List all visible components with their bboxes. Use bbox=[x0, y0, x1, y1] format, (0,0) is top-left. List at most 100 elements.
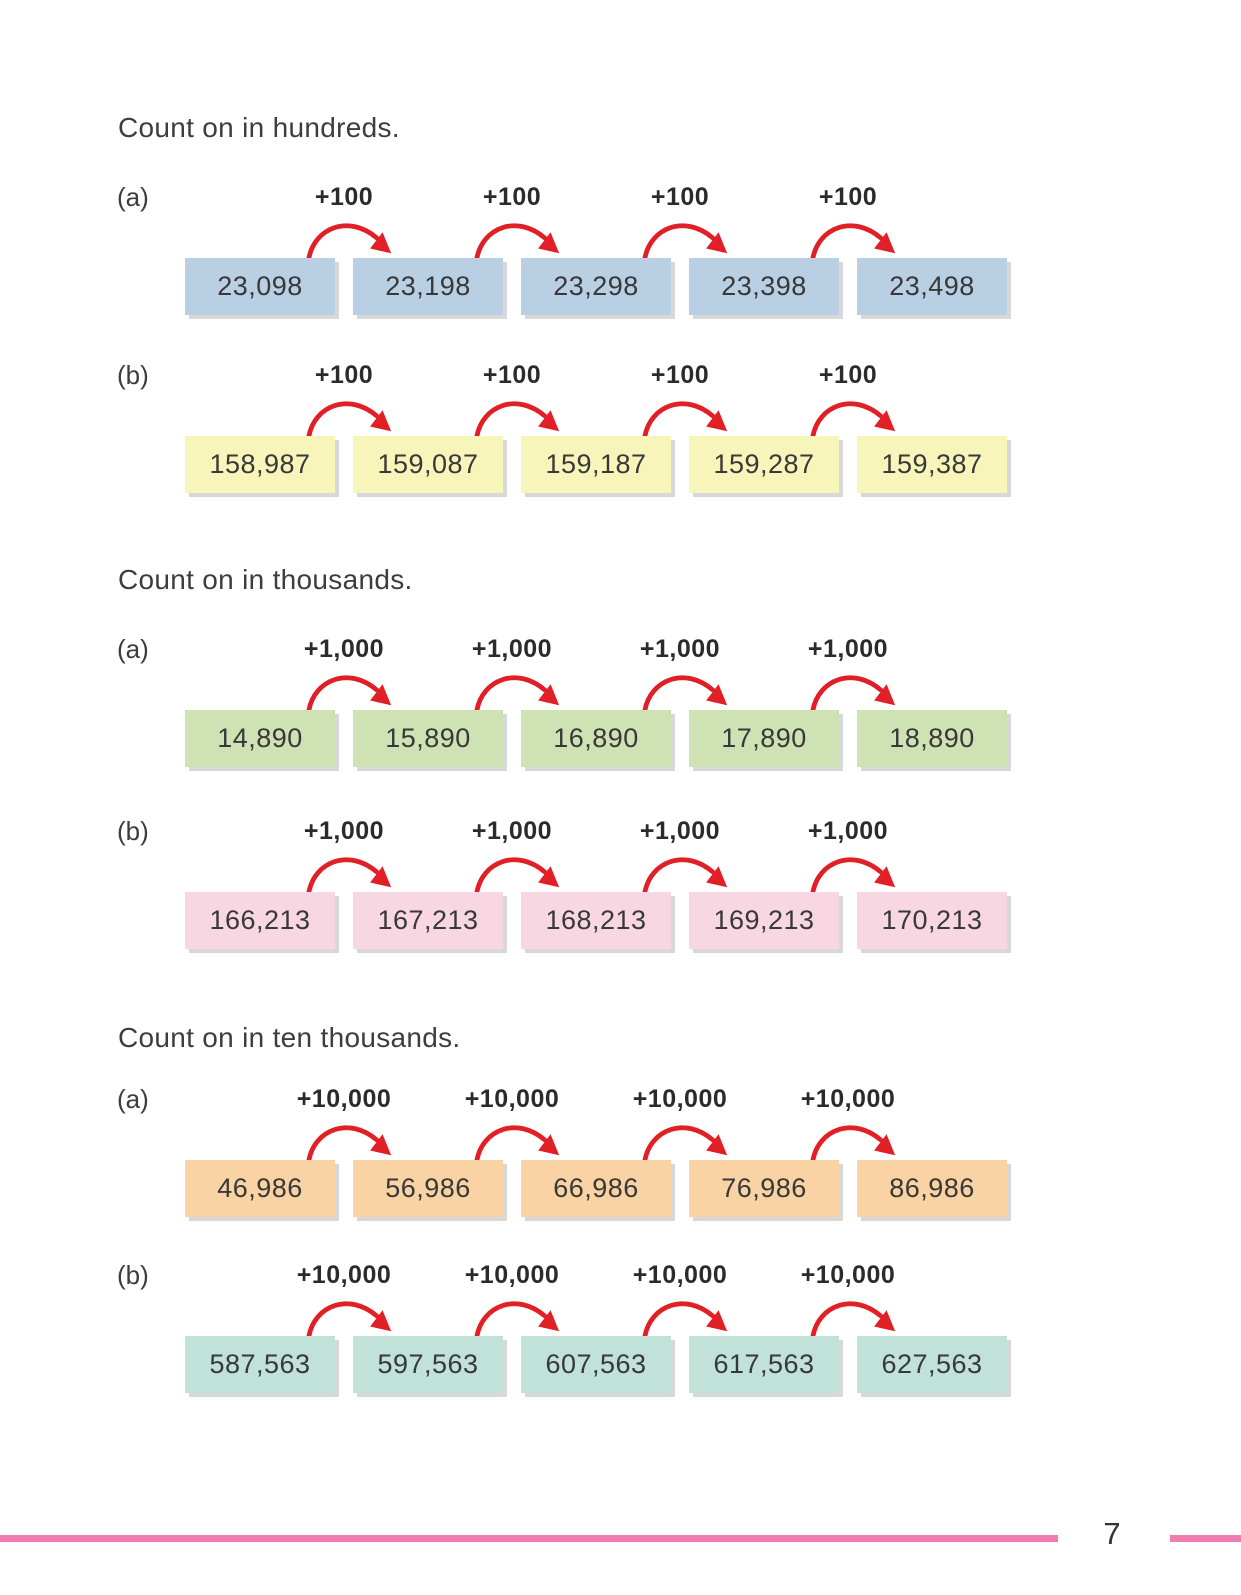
curved-arrow-icon bbox=[639, 216, 735, 260]
number-box: 158,987 bbox=[185, 436, 335, 493]
row-label: (a) bbox=[117, 182, 149, 212]
increment-label: +10,000 bbox=[800, 1085, 896, 1113]
increment-label: +1,000 bbox=[303, 635, 385, 663]
number-box: 170,213 bbox=[857, 892, 1007, 949]
number-box: 18,890 bbox=[857, 710, 1007, 767]
increment-label: +100 bbox=[314, 183, 374, 211]
number-box: 597,563 bbox=[353, 1336, 503, 1393]
number-box: 159,287 bbox=[689, 436, 839, 493]
curved-arrow-icon bbox=[303, 1294, 399, 1338]
number-box: 167,213 bbox=[353, 892, 503, 949]
number-box: 15,890 bbox=[353, 710, 503, 767]
increment-label: +10,000 bbox=[800, 1261, 896, 1289]
curved-arrow-icon bbox=[471, 216, 567, 260]
curved-arrow-icon bbox=[807, 668, 903, 712]
section-heading-thousands: Count on in thousands. bbox=[118, 564, 413, 595]
sequence-row: (a) +100 +100 +100 +100 23,098 23,198 23,298 23… bbox=[0, 182, 1241, 332]
curved-arrow-icon bbox=[303, 394, 399, 438]
increment-label: +100 bbox=[818, 361, 878, 389]
section-heading-hundreds: Count on in hundreds. bbox=[118, 112, 400, 143]
curved-arrow-icon bbox=[639, 1118, 735, 1162]
number-box: 56,986 bbox=[353, 1160, 503, 1217]
number-box: 159,387 bbox=[857, 436, 1007, 493]
curved-arrow-icon bbox=[471, 668, 567, 712]
curved-arrow-icon bbox=[807, 1294, 903, 1338]
increment-label: +10,000 bbox=[464, 1261, 560, 1289]
curved-arrow-icon bbox=[471, 1118, 567, 1162]
sequence-row: (a) +10,000 +10,000 +10,000 +10,000 46,986 56… bbox=[0, 1084, 1241, 1234]
number-box: 169,213 bbox=[689, 892, 839, 949]
number-box: 166,213 bbox=[185, 892, 335, 949]
increment-label: +100 bbox=[482, 183, 542, 211]
curved-arrow-icon bbox=[639, 1294, 735, 1338]
increment-label: +10,000 bbox=[296, 1085, 392, 1113]
number-box: 627,563 bbox=[857, 1336, 1007, 1393]
number-box: 46,986 bbox=[185, 1160, 335, 1217]
curved-arrow-icon bbox=[303, 668, 399, 712]
number-box: 23,398 bbox=[689, 258, 839, 315]
increment-label: +100 bbox=[650, 183, 710, 211]
number-box: 14,890 bbox=[185, 710, 335, 767]
increment-label: +1,000 bbox=[303, 817, 385, 845]
increment-label: +1,000 bbox=[639, 635, 721, 663]
sequence-row: (b) +1,000 +1,000 +1,000 +1,000 166,213 167,2… bbox=[0, 816, 1241, 966]
curved-arrow-icon bbox=[807, 1118, 903, 1162]
number-box: 607,563 bbox=[521, 1336, 671, 1393]
curved-arrow-icon bbox=[471, 850, 567, 894]
curved-arrow-icon bbox=[639, 850, 735, 894]
increment-label: +100 bbox=[482, 361, 542, 389]
curved-arrow-icon bbox=[807, 850, 903, 894]
increment-label: +100 bbox=[314, 361, 374, 389]
curved-arrow-icon bbox=[303, 850, 399, 894]
number-box: 17,890 bbox=[689, 710, 839, 767]
sequence-row: (a) +1,000 +1,000 +1,000 +1,000 14,890 15,890… bbox=[0, 634, 1241, 784]
curved-arrow-icon bbox=[471, 394, 567, 438]
number-box: 86,986 bbox=[857, 1160, 1007, 1217]
number-box: 23,498 bbox=[857, 258, 1007, 315]
increment-label: +1,000 bbox=[471, 635, 553, 663]
number-sequence: +1,000 +1,000 +1,000 +1,000 14,890 15,890 16,8… bbox=[0, 634, 1241, 784]
number-sequence: +1,000 +1,000 +1,000 +1,000 166,213 167,213 16… bbox=[0, 816, 1241, 966]
number-sequence: +100 +100 +100 +100 23,098 23,198 23,298 23,398… bbox=[0, 182, 1241, 332]
increment-label: +100 bbox=[650, 361, 710, 389]
number-box: 617,563 bbox=[689, 1336, 839, 1393]
increment-label: +100 bbox=[818, 183, 878, 211]
curved-arrow-icon bbox=[807, 216, 903, 260]
increment-label: +10,000 bbox=[632, 1085, 728, 1113]
row-label: (b) bbox=[117, 360, 149, 390]
curved-arrow-icon bbox=[303, 216, 399, 260]
number-box: 16,890 bbox=[521, 710, 671, 767]
number-box: 23,298 bbox=[521, 258, 671, 315]
footer-divider-line bbox=[0, 1535, 1058, 1542]
number-sequence: +10,000 +10,000 +10,000 +10,000 46,986 56,986… bbox=[0, 1084, 1241, 1234]
section-heading-ten-thousands: Count on in ten thousands. bbox=[118, 1022, 461, 1053]
number-box: 23,098 bbox=[185, 258, 335, 315]
increment-label: +10,000 bbox=[296, 1261, 392, 1289]
curved-arrow-icon bbox=[639, 668, 735, 712]
row-label: (a) bbox=[117, 634, 149, 664]
row-label: (a) bbox=[117, 1084, 149, 1114]
increment-label: +10,000 bbox=[464, 1085, 560, 1113]
curved-arrow-icon bbox=[639, 394, 735, 438]
curved-arrow-icon bbox=[303, 1118, 399, 1162]
number-box: 66,986 bbox=[521, 1160, 671, 1217]
increment-label: +1,000 bbox=[639, 817, 721, 845]
curved-arrow-icon bbox=[807, 394, 903, 438]
number-box: 168,213 bbox=[521, 892, 671, 949]
footer-divider-line bbox=[1170, 1535, 1241, 1542]
row-label: (b) bbox=[117, 816, 149, 846]
number-box: 76,986 bbox=[689, 1160, 839, 1217]
number-box: 587,563 bbox=[185, 1336, 335, 1393]
row-label: (b) bbox=[117, 1260, 149, 1290]
page-number: 7 bbox=[1103, 1516, 1121, 1551]
number-box: 159,187 bbox=[521, 436, 671, 493]
increment-label: +1,000 bbox=[807, 635, 889, 663]
increment-label: +1,000 bbox=[471, 817, 553, 845]
increment-label: +1,000 bbox=[807, 817, 889, 845]
curved-arrow-icon bbox=[471, 1294, 567, 1338]
number-box: 23,198 bbox=[353, 258, 503, 315]
